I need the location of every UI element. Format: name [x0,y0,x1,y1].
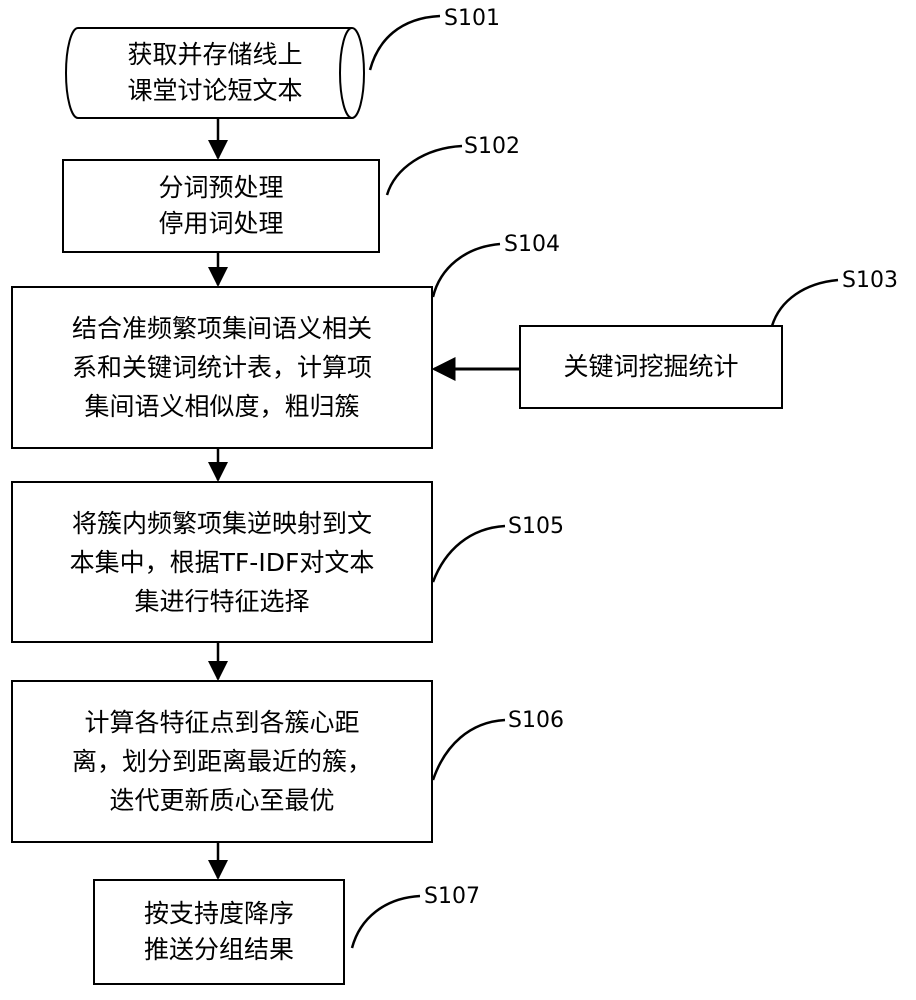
s106-leader-curve [431,718,506,781]
s104-line-1: 结合准频繁项集间语义相关 [71,314,372,343]
s104-leader-curve [431,242,501,298]
s107-line-2: 推送分组结果 [143,935,294,964]
s106-line-2: 离，划分到距离最近的簇， [71,747,372,776]
s102-line-2: 停用词处理 [158,209,284,238]
s102-label: S102 [464,134,520,159]
s107-label: S107 [424,884,480,909]
s102-box [62,159,380,253]
s106-line-1: 计算各特征点到各簇心距 [84,708,360,737]
s106-label: S106 [508,708,564,733]
s101-leader-curve [368,14,441,71]
s105-label: S105 [508,514,564,539]
s101-text: 获取并存储线上 课堂讨论短文本 [78,28,352,118]
s106-box [11,680,433,843]
s103-text: 关键词挖掘统计 [520,326,782,408]
s104-line-2: 系和关键词统计表，计算项 [71,353,372,382]
s101-label: S101 [444,6,500,31]
s106-line-3: 迭代更新质心至最优 [109,786,335,815]
s105-line-2: 本集中，根据TF-IDF对文本 [69,547,375,577]
s104-label: S104 [504,232,560,257]
s102-text: 分词预处理 停用词处理 [63,160,379,252]
s107-leader-curve [350,894,421,949]
s103-leader-curve [770,278,839,327]
s107-text: 按支持度降序 推送分组结果 [94,880,344,984]
s101-line-1: 获取并存储线上 [127,40,303,69]
s105-box [11,481,433,643]
s103-label: S103 [842,268,898,293]
s103-line-1: 关键词挖掘统计 [563,352,739,381]
s104-text: 结合准频繁项集间语义相关 系和关键词统计表，计算项 集间语义相似度，粗归簇 [12,287,432,448]
s102-leader-curve [385,144,463,196]
s105-text: 将簇内频繁项集逆映射到文 本集中，根据TF-IDF对文本 集进行特征选择 [12,482,432,642]
s107-line-1: 按支持度降序 [143,899,294,928]
s102-line-1: 分词预处理 [158,173,284,202]
s104-box [11,286,433,449]
s107-box [93,879,345,985]
s105-line-1: 将簇内频繁项集逆映射到文 [71,508,372,538]
s105-line-3: 集进行特征选择 [134,586,310,616]
s104-line-3: 集间语义相似度，粗归簇 [84,392,360,421]
s103-box [519,325,783,409]
s105-leader-curve [431,524,506,583]
s101-cylinder-shape [65,27,365,119]
s106-text: 计算各特征点到各簇心距 离，划分到距离最近的簇， 迭代更新质心至最优 [12,681,432,842]
s101-line-2: 课堂讨论短文本 [127,76,303,105]
